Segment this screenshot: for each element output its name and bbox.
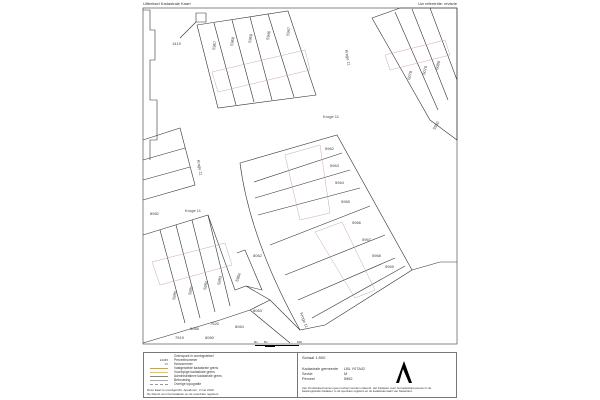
scale-tick: 10m bbox=[297, 341, 303, 344]
parcel-label: 5964 bbox=[335, 180, 345, 185]
parcel-label: 5967 bbox=[211, 40, 218, 50]
legend-footer: De Dienst voor het kadaster en de openba… bbox=[147, 391, 219, 396]
scale-tick: 0m bbox=[254, 341, 258, 344]
parcel-label: 5983 bbox=[216, 275, 223, 286]
parcel-label: 5968 bbox=[229, 36, 236, 46]
street-label: Kroge 11 bbox=[299, 312, 309, 329]
parcel-label: 5982 bbox=[202, 280, 209, 291]
map-title: Uittreksel Kadastrale Kaart bbox=[143, 1, 191, 6]
parcel-label: 6080 bbox=[434, 60, 441, 71]
parcel-label: 5947 bbox=[285, 26, 292, 36]
parcel-label: 5962 bbox=[325, 146, 335, 151]
legend-footer: Deze kaart is noordgericht. Apeldoorn, 3… bbox=[147, 388, 214, 392]
scale-tick: 5m bbox=[264, 341, 268, 344]
parcel-block-right: 6078 6079 6080 5960 bbox=[371, 7, 458, 141]
parcel-label: 5969 bbox=[247, 33, 254, 43]
parcel-label: 5967 bbox=[362, 237, 372, 242]
parcel-label: 6079 bbox=[421, 65, 428, 76]
legend-item: Vastgestelde kadastrale grens bbox=[146, 366, 296, 370]
reference: Uw referentie: revisrie bbox=[418, 1, 457, 6]
parcel-label: 7519 bbox=[175, 335, 185, 340]
scale-bar: 0m 5m 10m bbox=[254, 341, 303, 347]
parcel-boundary bbox=[143, 9, 158, 160]
scale-text: Schaal 1:500 bbox=[302, 355, 326, 360]
parcel-block-bottom: 5980 5981 5982 5983 5984 8062 8063 8064 … bbox=[142, 214, 271, 344]
parcel-label: 8982 bbox=[150, 211, 160, 216]
parcel-label: 5969 bbox=[385, 264, 395, 269]
parcel-label: 5946 bbox=[265, 30, 272, 40]
parcel-label: 8063 bbox=[253, 308, 263, 313]
parcel-label: 6060 bbox=[205, 335, 215, 340]
legend-item: Voorlopige kadastrale grens bbox=[146, 370, 296, 374]
street-label: Kroge 11 bbox=[196, 159, 204, 176]
legend-item: Grenspunt in woningstelsel bbox=[174, 354, 214, 358]
parcel-label: 5968 bbox=[372, 253, 382, 258]
street-label: Kroge 11 bbox=[344, 49, 352, 66]
parcel-label: 5963 bbox=[330, 163, 340, 168]
parcel-block-left: 8982 bbox=[142, 127, 196, 216]
parcel-label: 5981 bbox=[187, 285, 194, 296]
legend-item: Overige topografie bbox=[146, 382, 296, 386]
parcel-label: 6078 bbox=[406, 70, 413, 81]
parcel-block-top: 5967 5968 5969 5946 5947 1419 bbox=[172, 10, 317, 109]
parcel-block-middle: 5962 5963 5964 5965 5966 5967 5968 5969 bbox=[239, 134, 457, 331]
parcel-label: 6068 bbox=[190, 326, 200, 331]
parcel-label: 8062 bbox=[253, 253, 263, 258]
street-label: Kroge 11 bbox=[185, 208, 202, 213]
street-label: Kroge 11 bbox=[323, 114, 340, 119]
north-arrow-icon bbox=[396, 361, 412, 383]
legend-item: Administratieve kadastrale grens bbox=[146, 374, 296, 378]
parcel-label: 5966 bbox=[352, 220, 362, 225]
parcel-label: 5984 bbox=[234, 272, 242, 283]
parcel-label: 7520 bbox=[210, 321, 220, 326]
parcel-label: 5960 bbox=[432, 120, 441, 131]
parcel-label: 5980 bbox=[171, 290, 178, 301]
disclaimer: Aan dit uittreksel kunnen geen rechten w… bbox=[302, 386, 432, 394]
parcel-label: 8064 bbox=[235, 324, 245, 329]
map-frame bbox=[142, 7, 458, 345]
parcel-label: 1419 bbox=[172, 41, 182, 46]
legend-item: Bebouwing bbox=[146, 378, 296, 382]
parcel-label: 5965 bbox=[341, 199, 351, 204]
